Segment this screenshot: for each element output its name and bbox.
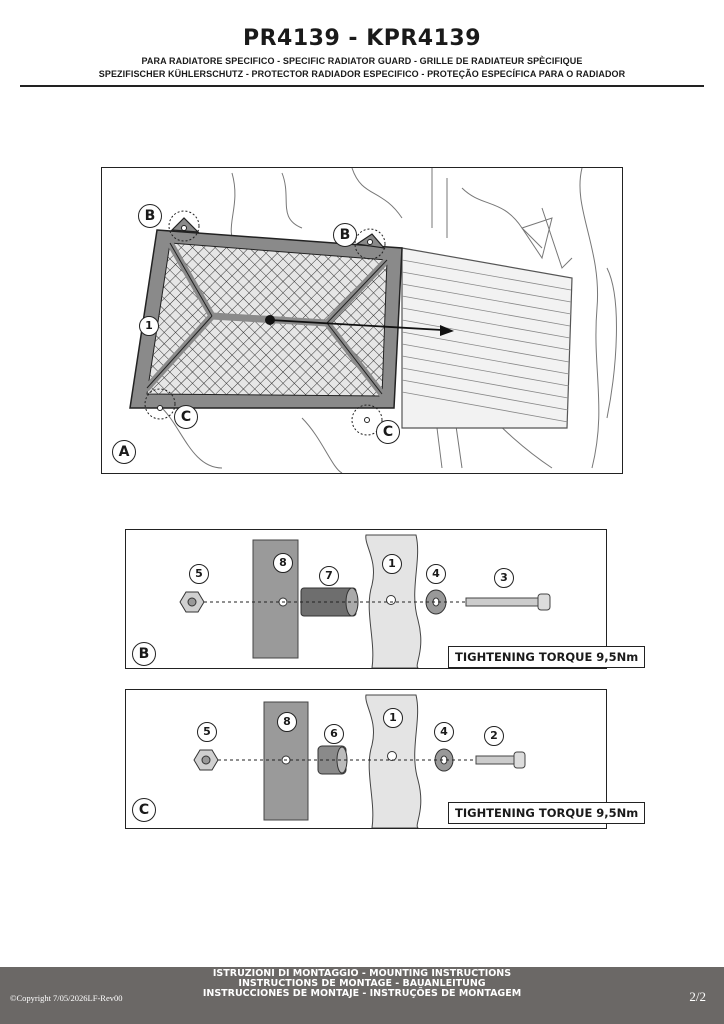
panel-label-c: C [132,798,156,822]
panel-b-upper-mount: 5 8 7 1 4 3 TIGHTENING TORQUE 9,5Nm B [125,529,646,669]
callout-b-left: B [138,204,162,228]
part-number-4: 4 [434,722,454,742]
exploded-view-b [179,534,551,668]
panel-a-overview: B B C C 1 A [101,167,623,474]
subtitle-line-1: PARA RADIATORE SPECIFICO - SPECIFIC RADI… [141,56,583,66]
callout-c-right: C [376,420,400,444]
exploded-view-c [193,694,526,828]
callout-b-right: B [333,223,357,247]
part-number-1: 1 [139,316,159,336]
footer-line-3: INSTRUCCIONES DE MONTAJE - INSTRUÇÕES DE… [202,988,522,999]
tightening-torque-c: TIGHTENING TORQUE 9,5Nm [448,802,646,824]
tightening-torque-b: TIGHTENING TORQUE 9,5Nm [448,646,646,668]
radiator-guard [129,217,403,423]
direction-arrow [269,319,454,336]
page-number: 2/2 [689,989,706,1004]
part-number-8: 8 [277,712,297,732]
part-number-1: 1 [382,554,402,574]
document-title: PR4139 - KPR4139 [242,26,482,51]
footer-instructions: ISTRUZIONI DI MONTAGGIO - MOUNTING INSTR… [0,967,724,999]
callout-c-left: C [174,405,198,429]
part-number-1: 1 [383,708,403,728]
header-divider [20,85,704,87]
part-number-5: 5 [197,722,217,742]
part-number-3: 3 [494,568,514,588]
footer-line-2: INSTRUCTIONS DE MONTAGE - BAUANLEITUNG [238,978,486,989]
part-number-4: 4 [426,564,446,584]
panel-c-lower-mount: 5 8 6 1 4 2 TIGHTENING TORQUE 9,5Nm C [125,689,646,829]
part-number-8: 8 [273,553,293,573]
footer-bar: ISTRUZIONI DI MONTAGGIO - MOUNTING INSTR… [0,967,724,1024]
part-number-7: 7 [319,566,339,586]
part-number-5: 5 [189,564,209,584]
subtitle-line-2: SPEZIFISCHER KÜHLERSCHUTZ - PROTECTOR RA… [98,69,626,79]
copyright-notice: ©Copyright 7/05/2026LF-Rev00 [10,993,123,1003]
panel-label-b: B [132,642,156,666]
part-number-6: 6 [324,724,344,744]
part-number-2: 2 [484,726,504,746]
overview-illustration [129,168,617,473]
panel-label-a: A [112,440,136,464]
footer-line-1: ISTRUZIONI DI MONTAGGIO - MOUNTING INSTR… [212,968,512,979]
